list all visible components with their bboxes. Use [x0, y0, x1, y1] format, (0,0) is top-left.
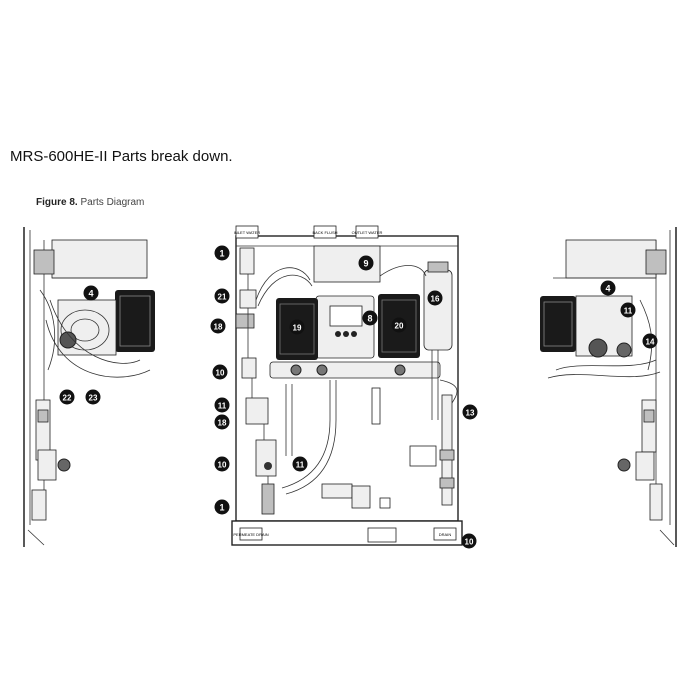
callout-8: 8	[362, 310, 378, 326]
callout-13-label: 13	[466, 409, 475, 418]
callout-20-label: 20	[395, 322, 404, 331]
callout-10-lower: 10	[214, 456, 230, 472]
top-mid-label: BACK FLUSH	[312, 230, 337, 235]
right-side-view	[540, 227, 677, 547]
callout-16: 16	[427, 290, 443, 306]
callout-23-label: 23	[89, 394, 98, 403]
figure-label: Figure 8.	[36, 197, 78, 208]
page-title: MRS-600HE-II Parts break down.	[10, 148, 233, 165]
callout-22: 22	[59, 389, 75, 405]
top-left-label: INLET WATER	[234, 230, 260, 235]
callout-22-label: 22	[63, 394, 72, 403]
callout-18-upper: 18	[210, 318, 226, 334]
callout-4-left-label: 4	[88, 289, 93, 299]
callout-18-lower: 18	[214, 414, 230, 430]
bottom-left-label: PERMEATE DRAIN	[233, 532, 268, 537]
callout-10-right-label: 10	[465, 538, 474, 547]
callout-23: 23	[85, 389, 101, 405]
callout-10-lower-label: 10	[218, 461, 227, 470]
callout-20: 20	[391, 317, 407, 333]
callout-10-upper-label: 10	[216, 369, 225, 378]
callout-10-right: 10	[461, 533, 477, 549]
callout-11-left: 11	[214, 397, 230, 413]
callout-1-top: 1	[214, 245, 230, 261]
top-right-label: OUTLET WATER	[352, 230, 383, 235]
callout-1-bottom-label: 1	[219, 503, 224, 513]
callout-14: 14	[642, 333, 658, 349]
callout-8-label: 8	[367, 314, 372, 324]
callout-16-label: 16	[431, 295, 440, 304]
callout-11-center: 11	[292, 456, 308, 472]
callout-11-right: 11	[620, 302, 636, 318]
callout-4-left: 4	[83, 285, 99, 301]
callout-18-upper-label: 18	[214, 323, 223, 332]
center-front-view: INLET WATER BACK FLUSH OUTLET WATER PERM…	[231, 225, 463, 546]
callout-1-bottom: 1	[214, 499, 230, 515]
callout-9-label: 9	[363, 259, 368, 269]
left-side-view	[23, 227, 155, 547]
callout-21-label: 21	[218, 293, 227, 302]
callout-9: 9	[358, 255, 374, 271]
figure-caption: Figure 8. Parts Diagram	[36, 197, 144, 208]
callout-13: 13	[462, 404, 478, 420]
figure-name: Parts Diagram	[80, 197, 145, 208]
callout-18-lower-label: 18	[218, 419, 227, 428]
callout-11-right-label: 11	[624, 307, 633, 316]
callout-11-center-label: 11	[296, 461, 305, 470]
callout-4-right: 4	[600, 280, 616, 296]
callout-21: 21	[214, 288, 230, 304]
callout-19: 19	[289, 319, 305, 335]
callout-11-left-label: 11	[218, 402, 227, 411]
bottom-right-label: DRAIN	[439, 532, 452, 537]
callout-4-right-label: 4	[605, 284, 610, 294]
callout-14-label: 14	[646, 338, 655, 347]
callout-19-label: 19	[293, 324, 302, 333]
callout-10-upper: 10	[212, 364, 228, 380]
callout-1-top-label: 1	[219, 249, 224, 259]
